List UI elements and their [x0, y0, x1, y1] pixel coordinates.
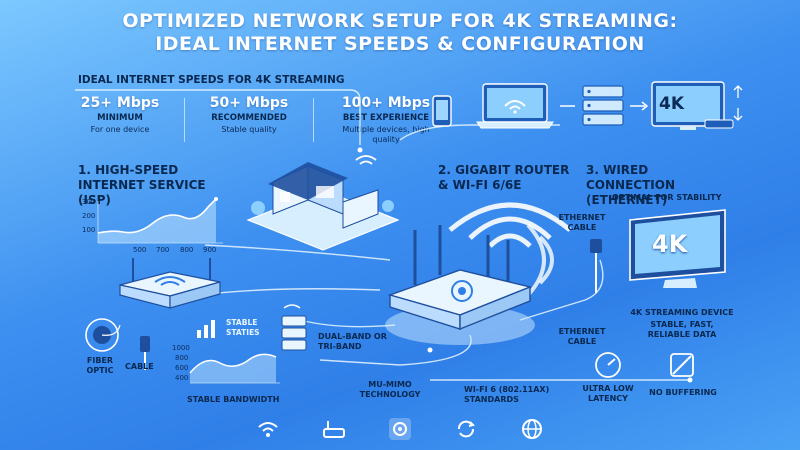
bottom-icon-bar: [0, 408, 800, 450]
globe-icon: [520, 417, 544, 441]
speed-tiers: 25+ Mbps Minimum For one device 50+ Mbps…: [78, 95, 436, 145]
bandwidth-tick-y: 1000: [172, 344, 190, 352]
step-3-title: 3. Wired Connection (Ethernet): [586, 163, 675, 207]
phone-icon: [432, 95, 452, 127]
step-3-subtitle: Optimal for stability: [612, 193, 722, 202]
speed-tier-minimum: 25+ Mbps Minimum For one device: [78, 95, 162, 145]
fiber-optic-label: Fiber Optic: [86, 356, 114, 375]
device-desc: Stable, fast, reliable data: [647, 320, 717, 339]
step-1-title: 1. High-Speed Internet Service (ISP): [78, 163, 206, 207]
isp-tick-y: 100: [82, 226, 96, 234]
isp-tick-x: 500: [133, 246, 147, 254]
big-tv-icon: [629, 209, 726, 288]
wifi-side-waves-icon: [526, 223, 554, 297]
divider: [313, 98, 314, 142]
ultra-low-latency-label: Ultra Low Latency: [582, 384, 634, 403]
server-stack-icon: [281, 304, 307, 351]
bandwidth-tick-y: 800: [175, 354, 189, 362]
bandwidth-chart: [189, 353, 280, 384]
modem-icon: [119, 258, 221, 309]
speeds-heading: Ideal Internet Speeds for 4K Streaming: [78, 74, 345, 86]
no-buffering-icon: [670, 353, 694, 377]
house-icon: [246, 155, 400, 251]
isp-tick-x: 900: [203, 246, 217, 254]
speed-desc: Stable quality: [221, 125, 277, 134]
wifi6-label: Wi-Fi 6 (802.11ax) Standards: [464, 385, 550, 404]
isp-tick-y: 300: [82, 198, 96, 206]
stable-bandwidth-label: Stable Bandwidth: [187, 395, 280, 404]
device-title: 4K Streaming Device: [630, 308, 734, 317]
bandwidth-tick-y: 600: [175, 364, 189, 372]
cable-label: Cable: [125, 362, 154, 371]
fiber-optic-icon: [85, 318, 121, 352]
divider: [184, 98, 185, 142]
speed-desc: For one device: [90, 125, 150, 134]
no-buffering-label: No Buffering: [649, 388, 717, 397]
dual-band-label: Dual-Band or Tri-Band: [318, 332, 387, 351]
isp-tick-x: 700: [156, 246, 170, 254]
speed-tier-label: Minimum: [97, 113, 143, 123]
bandwidth-tick-y: 400: [175, 374, 189, 382]
latency-icon: [595, 352, 621, 378]
speed-tier-label: Recommended: [211, 113, 287, 123]
speed-value: 50+ Mbps: [209, 95, 289, 111]
ethernet-cable-label-top: Ethernet Cable: [558, 213, 606, 232]
top-tv-label: 4K: [659, 94, 685, 114]
router-icon: [322, 417, 346, 441]
stable-statis-label: Stable Staties: [226, 318, 260, 337]
title-line-1: Optimized Network Setup for 4K Streaming…: [122, 10, 678, 32]
server-icon: [582, 85, 624, 126]
isp-tick-x: 800: [180, 246, 194, 254]
refresh-icon: [454, 417, 478, 441]
top-device-flow: [432, 81, 743, 130]
speed-desc: Multiple devices, high quality: [342, 125, 430, 144]
gigabit-router-icon: [385, 225, 535, 345]
mu-mimo-label: MU-MIMO Technology: [359, 380, 421, 399]
signal-icon: [388, 417, 412, 441]
page-title: Optimized Network Setup for 4K Streaming…: [0, 10, 800, 56]
ethernet-plug-icon: [590, 239, 602, 293]
step-2-title: 2. Gigabit Router & Wi-Fi 6/6E: [438, 163, 570, 192]
wifi-waves-icon: [448, 202, 572, 248]
speed-tier-label: Best Experience: [342, 113, 430, 123]
ethernet-cable-label-bottom: Ethernet Cable: [558, 327, 606, 346]
cable-icon: [140, 336, 150, 370]
tv-icon: [651, 81, 734, 130]
speed-value: 25+ Mbps: [80, 95, 160, 111]
isp-speed-chart: [97, 197, 223, 244]
big-tv-label: 4K: [652, 230, 688, 258]
speed-value: 100+ Mbps: [341, 95, 431, 111]
speed-tier-recommended: 50+ Mbps Recommended Stable quality: [207, 95, 291, 145]
isp-tick-y: 200: [82, 212, 96, 220]
wifi-icon: [256, 417, 280, 441]
title-line-2: Ideal Internet Speeds & Configuration: [155, 33, 645, 55]
laptop-icon: [476, 83, 554, 129]
speed-tier-best: 100+ Mbps Best Experience Multiple devic…: [336, 95, 436, 145]
signal-bars-icon: [197, 320, 215, 338]
